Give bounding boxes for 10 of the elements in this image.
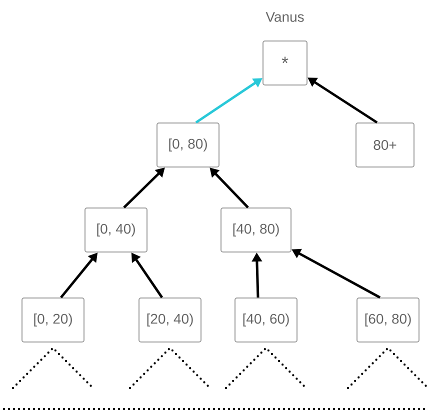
tree-node-box: 80+ xyxy=(356,122,414,168)
heading: Vanus xyxy=(266,12,304,22)
tree-node-box: [60, 80) xyxy=(356,298,420,342)
tree-node-box: [0, 80) xyxy=(156,122,220,168)
tree-node-box: [40, 60) xyxy=(234,298,298,342)
tree-node-box: [0, 20) xyxy=(22,298,84,342)
tree-node-box: * xyxy=(262,40,308,86)
tree-node-box: [40, 80) xyxy=(220,208,292,252)
tree-node-box: [0, 40) xyxy=(84,208,148,252)
tree-node-box: [20, 40) xyxy=(138,298,202,342)
